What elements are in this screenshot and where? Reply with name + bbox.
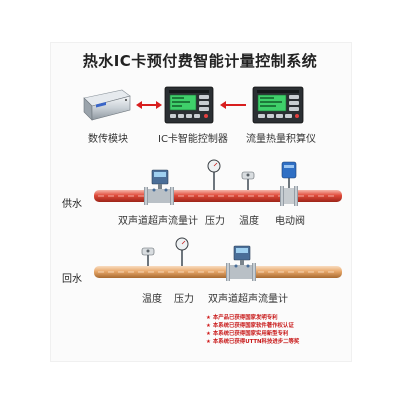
note-item: ★本系统已获得国家软件著作权认证: [206, 323, 294, 329]
data-module-label: 数传模块: [88, 134, 128, 145]
return-flowmeter-label: 双声道超声流量计: [208, 294, 288, 305]
supply-ultrasonic-flowmeter: [144, 169, 174, 205]
supply-pipe-assembly: [94, 159, 342, 206]
return-pipe-assembly: [94, 237, 342, 281]
flow-heat-calculator-label: 流量热量积算仪: [246, 134, 316, 145]
diagram-title: 热水IC卡预付费智能计量控制系统: [82, 52, 318, 70]
star-icon: ★: [206, 339, 211, 345]
calculator-controller-arrow: [220, 101, 246, 109]
supply-pressure-gauge: [207, 159, 221, 190]
supply-electric-valve: [280, 161, 298, 206]
data-module-device: [83, 89, 131, 121]
star-icon: ★: [206, 323, 211, 329]
flow-heat-calculator-device: [252, 86, 304, 124]
supply-valve-label: 电动阀: [275, 216, 305, 227]
return-pressure-label: 压力: [174, 294, 194, 305]
ic-card-controller-device: [164, 86, 214, 124]
return-temperature-sensor: [141, 247, 155, 266]
star-icon: ★: [206, 315, 211, 321]
star-icon: ★: [206, 331, 211, 337]
return-pressure-gauge: [175, 237, 189, 266]
supply-pressure-label: 压力: [205, 216, 225, 227]
ic-card-controller-label: IC卡智能控制器: [158, 134, 228, 145]
module-controller-arrow: [136, 101, 162, 109]
supply-temperature-label: 温度: [239, 216, 259, 227]
supply-temperature-sensor: [241, 171, 255, 190]
note-item: ★本系统已获得国家实用新型专利: [206, 331, 289, 337]
return-pipe-label: 回水: [62, 274, 82, 285]
supply-pipe-label: 供水: [62, 199, 82, 210]
return-ultrasonic-flowmeter: [226, 245, 256, 281]
note-item: ★本产品已获得国家发明专利: [206, 315, 278, 321]
certification-notes: ★本产品已获得国家发明专利 ★本系统已获得国家软件著作权认证 ★本系统已获得国家…: [206, 314, 336, 346]
supply-flowmeter-label: 双声道超声流量计: [118, 216, 198, 227]
note-item: ★本系统已获得UTTN科技进步二等奖: [206, 339, 300, 345]
return-temperature-label: 温度: [142, 294, 162, 305]
